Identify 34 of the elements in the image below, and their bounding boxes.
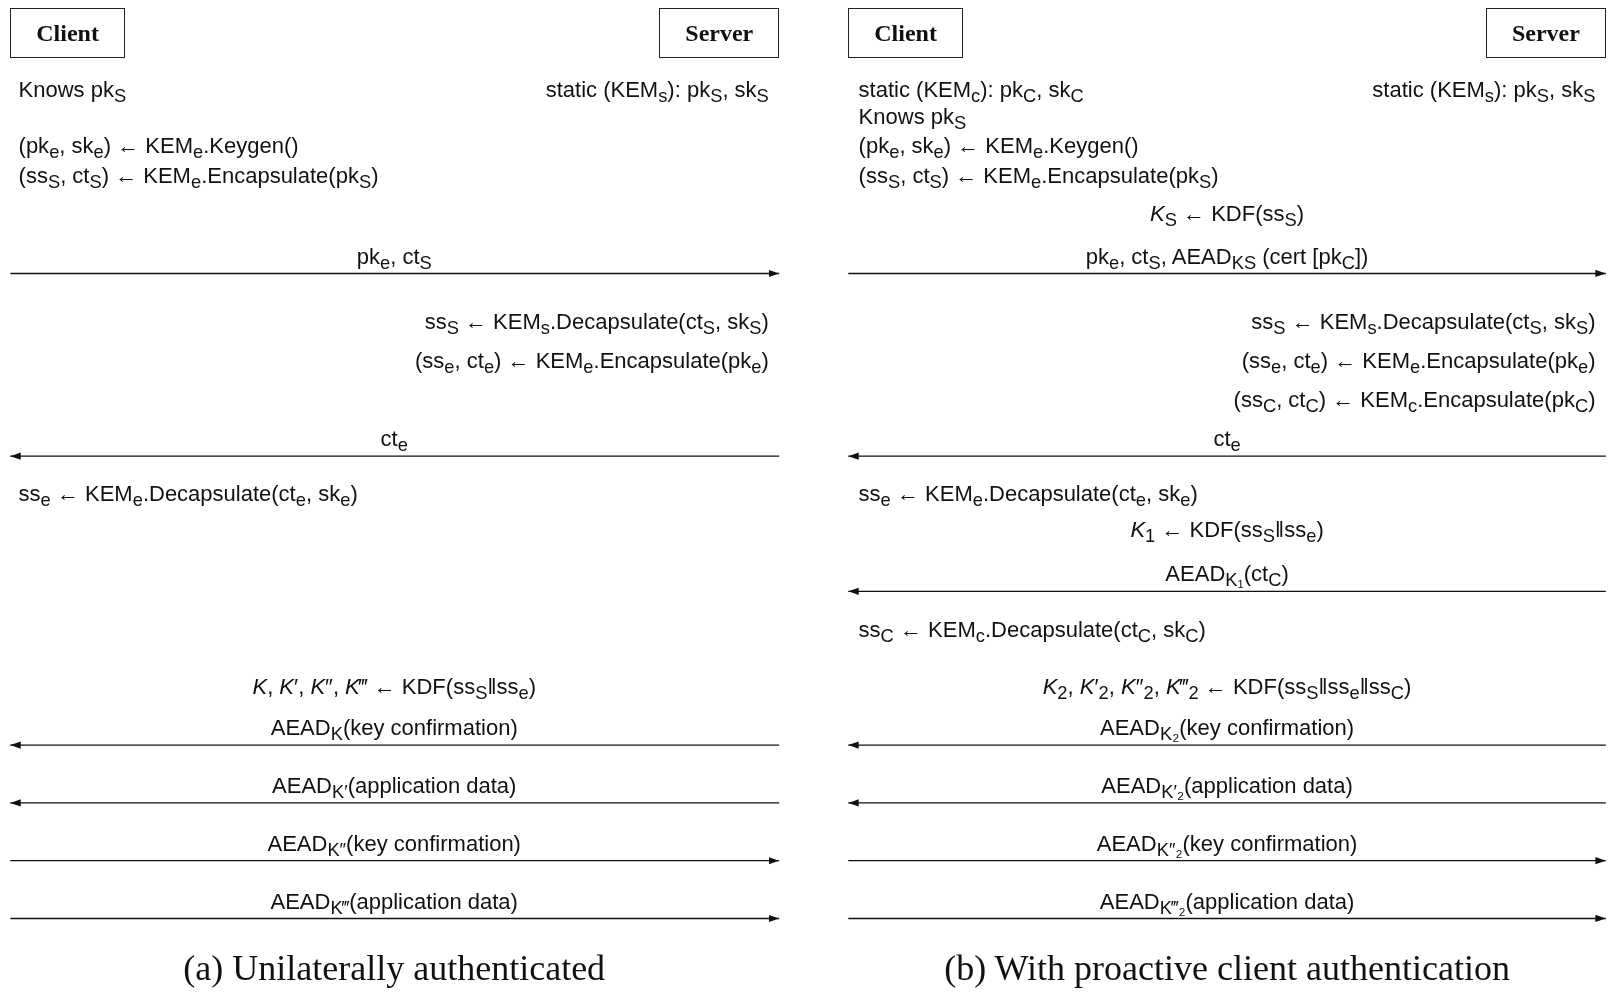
protocol-step: (ss$_{e}$, ct$_{e}$) ← KEM$_{e}$.Encapsulate(pk$_{e}$) [1241,346,1596,382]
message-label: AEAD$_{K‴}$(application data) [270,887,518,920]
message-label: pk$_{e}$, ct$_{S}$ [356,242,432,275]
participant-box: Client [848,8,963,58]
message-label: AEAD$_{K′}$(application data) [272,771,517,805]
message-label: AEAD$_{K₂}$(key confirmation) [1100,714,1355,747]
message-label: AEAD$_{K″}$(key confirmation) [267,829,521,863]
protocol-step: K$_{1}$ ← KDF(ss$_{S}$‖ss$_{e}$) [1130,516,1324,551]
message-label: AEAD$_{K‴₂}$(application data) [1099,887,1355,920]
figure-caption: (a) Unilaterally authenticated [183,947,606,990]
protocol-step: Knows pk$_{S}$ [18,76,127,111]
protocol-step: (ss$_{C}$, ct$_{C}$) ← KEM$_{c}$.Encapsulate(pk$_{C}$) [1233,385,1596,421]
protocol-step: (ss$_{e}$, ct$_{e}$) ← KEM$_{e}$.Encapsulate(pk$_{e}$) [415,346,769,382]
figure-caption: (b) With proactive client authentication [944,947,1510,990]
protocol-step: K$_{S}$ ← KDF(ss$_{S}$) [1150,200,1305,235]
message-label: AEAD$_{K′₂}$(application data) [1101,771,1353,805]
protocol-step: ss$_{C}$ ← KEM$_{c}$.Decapsulate(ct$_{C}$, sk$_{C}$) [858,616,1206,651]
message-label: AEAD$_{K}$(key confirmation) [270,714,518,747]
message-label: ct$_{e}$ [380,425,408,458]
protocol-step: static (KEM$_{s}$): pk$_{S}$, sk$_{S}$ [1372,76,1596,111]
protocol-step: K$_{2}$, K′$_{2}$, K″$_{2}$, K‴$_{2}$ ← KDF(ss$_{S}$‖ss$_{e}$‖ss$_{C}$) [1042,672,1412,708]
protocol-step: ss$_{e}$ ← KEM$_{e}$.Decapsulate(ct$_{e}$, sk$_{e}$) [18,479,358,515]
participant-box: Client [10,8,125,58]
message-label: AEAD$_{K₁}$(ct$_{C}$) [1165,560,1289,593]
message-label: AEAD$_{K″₂}$(key confirmation) [1096,829,1358,863]
participant-box: Server [659,8,780,58]
protocol-step: static (KEM$_{s}$): pk$_{S}$, sk$_{S}$ [545,76,769,111]
participant-box: Server [1486,8,1606,58]
protocol-step: ss$_{e}$ ← KEM$_{e}$.Decapsulate(ct$_{e}$, sk$_{e}$) [858,479,1198,515]
protocol-step: ss$_{S}$ ← KEM$_{s}$.Decapsulate(ct$_{S}$, sk$_{S}$) [424,307,769,342]
protocol-step: ss$_{S}$ ← KEM$_{s}$.Decapsulate(ct$_{S}$, sk$_{S}$) [1251,307,1596,342]
message-label: pk$_{e}$, ct$_{S}$, AEAD$_{K}$$_{S}$ (cert [pk$_{C}$]) [1085,242,1369,275]
protocol-step: K, K′, K″, K‴ ← KDF(ss$_{S}$‖ss$_{e}$) [252,672,536,708]
message-label: ct$_{e}$ [1213,425,1241,458]
